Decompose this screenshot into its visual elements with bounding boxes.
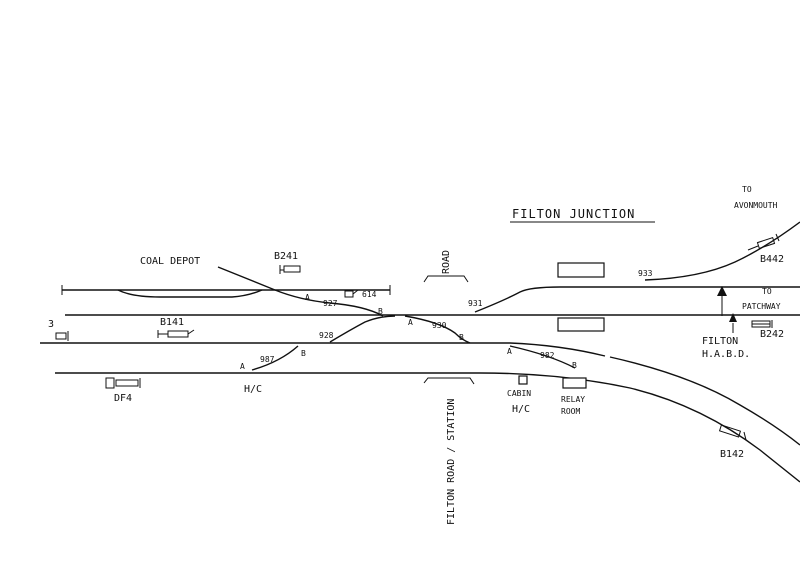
lower-main-track [40,342,606,357]
signal-b442-icon [747,233,780,251]
relay-room-line2: ROOM [561,407,580,416]
point-982-b: B [572,361,577,370]
habd-arrow-head [717,286,727,296]
signal-614-label: 614 [362,290,377,299]
filton-road-station-label: FILTON ROAD / STATION [446,399,457,525]
point-930-b: B [459,333,464,342]
signal-b241-label: B241 [274,251,298,262]
point-987-label: 987 [260,355,275,364]
coal-depot-label: COAL DEPOT [140,256,200,267]
point-987-a: A [240,362,245,371]
signal-b242-label: B242 [760,329,784,340]
to-patchway-line1: TO [762,287,772,296]
road-bridge-top [423,275,469,283]
point-933-label: 933 [638,269,653,278]
road-bridge-bottom [423,377,475,385]
relay-room-box [562,377,587,389]
point-927-a: A [305,293,310,302]
cabin-box [518,375,528,385]
signal-b141-label: B141 [160,317,184,328]
point-928-label: 928 [319,331,334,340]
signal-b142-icon [718,424,747,441]
point-930-a: A [408,318,413,327]
coal-depot-spur [217,266,384,317]
habd-arrow2-head [729,313,737,322]
crossover-982 [509,345,576,369]
signal-b141-icon [157,329,195,338]
signal-b142-label: B142 [720,449,744,460]
signal-3-icon [55,331,69,341]
hc-left-label: H/C [244,384,262,395]
platform-upper [557,262,605,278]
hc-right-label: H/C [512,404,530,415]
curve-to-b142 [609,356,800,446]
signal-df4-label: DF4 [114,393,132,404]
point-982-label: 982 [540,351,555,360]
signal-b241-icon [279,265,301,274]
road-label: ROAD [441,250,452,274]
signal-614-icon [344,289,359,298]
crossover-928 [329,315,396,343]
cabin-label: CABIN [507,389,531,398]
point-931-label: 931 [468,299,483,308]
diagram-title: FILTON JUNCTION [512,207,635,221]
point-927-b: B [378,307,383,316]
platform-lower [557,317,605,332]
to-avonmouth-line1: TO [742,185,752,194]
signal-b442-label: B442 [760,254,784,265]
point-982-a: A [507,347,512,356]
point-930-label: 930 [432,321,447,330]
filton-habd-line1: FILTON [702,336,738,347]
to-patchway-line2: PATCHWAY [742,302,781,311]
coal-depot-loop [117,289,263,298]
filton-habd-line2: H.A.B.D. [702,349,750,360]
avonmouth-branch [644,221,800,281]
point-927-label: 927 [323,299,338,308]
signal-b242-icon [751,320,773,328]
edge-label-3: 3 [48,319,54,330]
signal-df4-icon [105,377,141,389]
upper-main-track [474,286,800,313]
relay-room-line1: RELAY [561,395,585,404]
bottom-track [55,372,800,483]
crossover-930 [404,315,471,344]
point-987-b: B [301,349,306,358]
crossover-987 [251,345,299,371]
to-avonmouth-line2: AVONMOUTH [734,201,778,210]
